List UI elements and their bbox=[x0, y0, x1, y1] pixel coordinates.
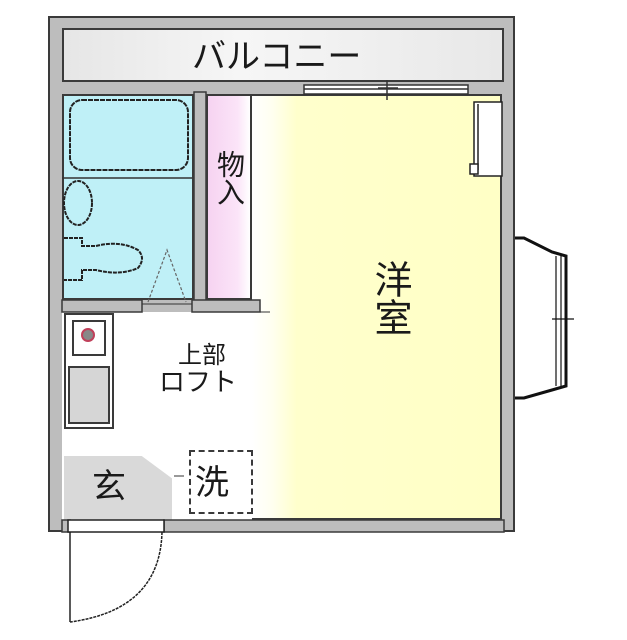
loft-label-line1: 上部 bbox=[178, 341, 226, 369]
entrance-area bbox=[64, 456, 172, 520]
balcony bbox=[62, 28, 504, 82]
entrance-door bbox=[67, 519, 165, 623]
bathtub bbox=[69, 99, 189, 171]
balcony-label: バルコニー bbox=[192, 37, 362, 77]
loft-label-line2: ロフト bbox=[159, 368, 238, 398]
sink bbox=[68, 366, 110, 424]
toilet bbox=[64, 237, 143, 281]
balcony-window bbox=[303, 80, 469, 100]
air-conditioner bbox=[469, 101, 503, 177]
storage-closet bbox=[206, 94, 252, 300]
storage-label: 物入 bbox=[213, 150, 246, 206]
washer-space bbox=[189, 450, 253, 514]
western-room-label: 洋室 bbox=[368, 260, 412, 336]
western-room bbox=[252, 94, 502, 520]
burner-icon bbox=[81, 328, 95, 342]
bay-window bbox=[515, 236, 574, 400]
entrance-label: 玄 bbox=[92, 467, 126, 507]
inner-walls bbox=[61, 91, 505, 533]
washer-label: 洗 bbox=[195, 463, 229, 503]
bath-door bbox=[147, 248, 187, 303]
washbasin bbox=[63, 180, 93, 226]
